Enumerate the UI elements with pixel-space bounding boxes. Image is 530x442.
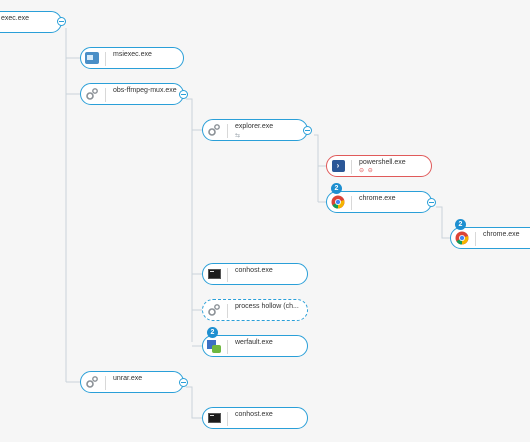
process-name: unrar.exe — [113, 375, 143, 382]
process-node-conhost[interactable]: conhost.exe — [202, 407, 308, 429]
collapse-toggle[interactable] — [179, 90, 188, 99]
process-node-conhost[interactable]: conhost.exe — [202, 263, 308, 285]
process-node-explorer[interactable]: explorer.exe ⇆ — [202, 119, 308, 141]
error-report-icon — [207, 339, 221, 353]
separator — [105, 88, 106, 102]
installer-icon — [85, 51, 99, 65]
process-node-chrome[interactable]: chrome.exe — [326, 191, 432, 213]
process-name: exec.exe — [1, 15, 30, 22]
process-name: chrome.exe — [483, 231, 520, 238]
separator — [105, 52, 106, 66]
count-badge: 2 — [207, 327, 218, 338]
process-name: obs-ffmpeg-mux.exe — [113, 87, 177, 94]
process-name: werfault.exe — [235, 339, 273, 346]
powershell-icon: › — [331, 159, 345, 173]
process-node-obs-ffmpeg-mux[interactable]: obs-ffmpeg-mux.exe — [80, 83, 184, 105]
process-name: process hollow (ch... — [235, 303, 299, 310]
process-node-werfault[interactable]: werfault.exe — [202, 335, 308, 357]
process-node-powershell[interactable]: › powershell.exe ⊖ ⊖ — [326, 155, 432, 177]
separator — [475, 232, 476, 246]
gears-icon — [207, 123, 221, 137]
collapse-toggle[interactable] — [179, 378, 188, 387]
separator — [351, 160, 352, 174]
chrome-icon — [455, 231, 469, 245]
process-node-msiexec[interactable]: msiexec.exe — [80, 47, 184, 69]
gears-icon — [207, 303, 221, 317]
collapse-toggle[interactable] — [57, 17, 66, 26]
terminal-icon — [207, 411, 221, 425]
process-node-unrar[interactable]: unrar.exe — [80, 371, 184, 393]
chrome-icon — [331, 195, 345, 209]
separator — [351, 196, 352, 210]
gears-icon — [85, 375, 99, 389]
collapse-toggle[interactable] — [427, 198, 436, 207]
process-name: chrome.exe — [359, 195, 396, 202]
gears-icon — [85, 87, 99, 101]
process-name: conhost.exe — [235, 411, 273, 418]
process-name: explorer.exe — [235, 123, 274, 130]
separator — [105, 376, 106, 390]
separator — [227, 268, 228, 282]
process-node-process-hollow[interactable]: process hollow (ch... — [202, 299, 308, 321]
process-name: powershell.exe — [359, 159, 406, 166]
process-node-chrome[interactable]: chrome.exe — [450, 227, 530, 249]
terminal-icon — [207, 267, 221, 281]
process-node-root[interactable]: exec.exe — [0, 11, 62, 33]
collapse-toggle[interactable] — [303, 126, 312, 135]
count-badge: 2 — [455, 219, 466, 230]
separator — [227, 412, 228, 426]
process-name: conhost.exe — [235, 267, 273, 274]
separator — [227, 124, 228, 138]
count-badge: 2 — [331, 183, 342, 194]
process-name: msiexec.exe — [113, 51, 152, 58]
separator — [227, 340, 228, 354]
separator — [227, 304, 228, 318]
alert-indicator-icon: ⊖ ⊖ — [359, 168, 374, 174]
network-indicator-icon: ⇆ — [235, 133, 241, 139]
